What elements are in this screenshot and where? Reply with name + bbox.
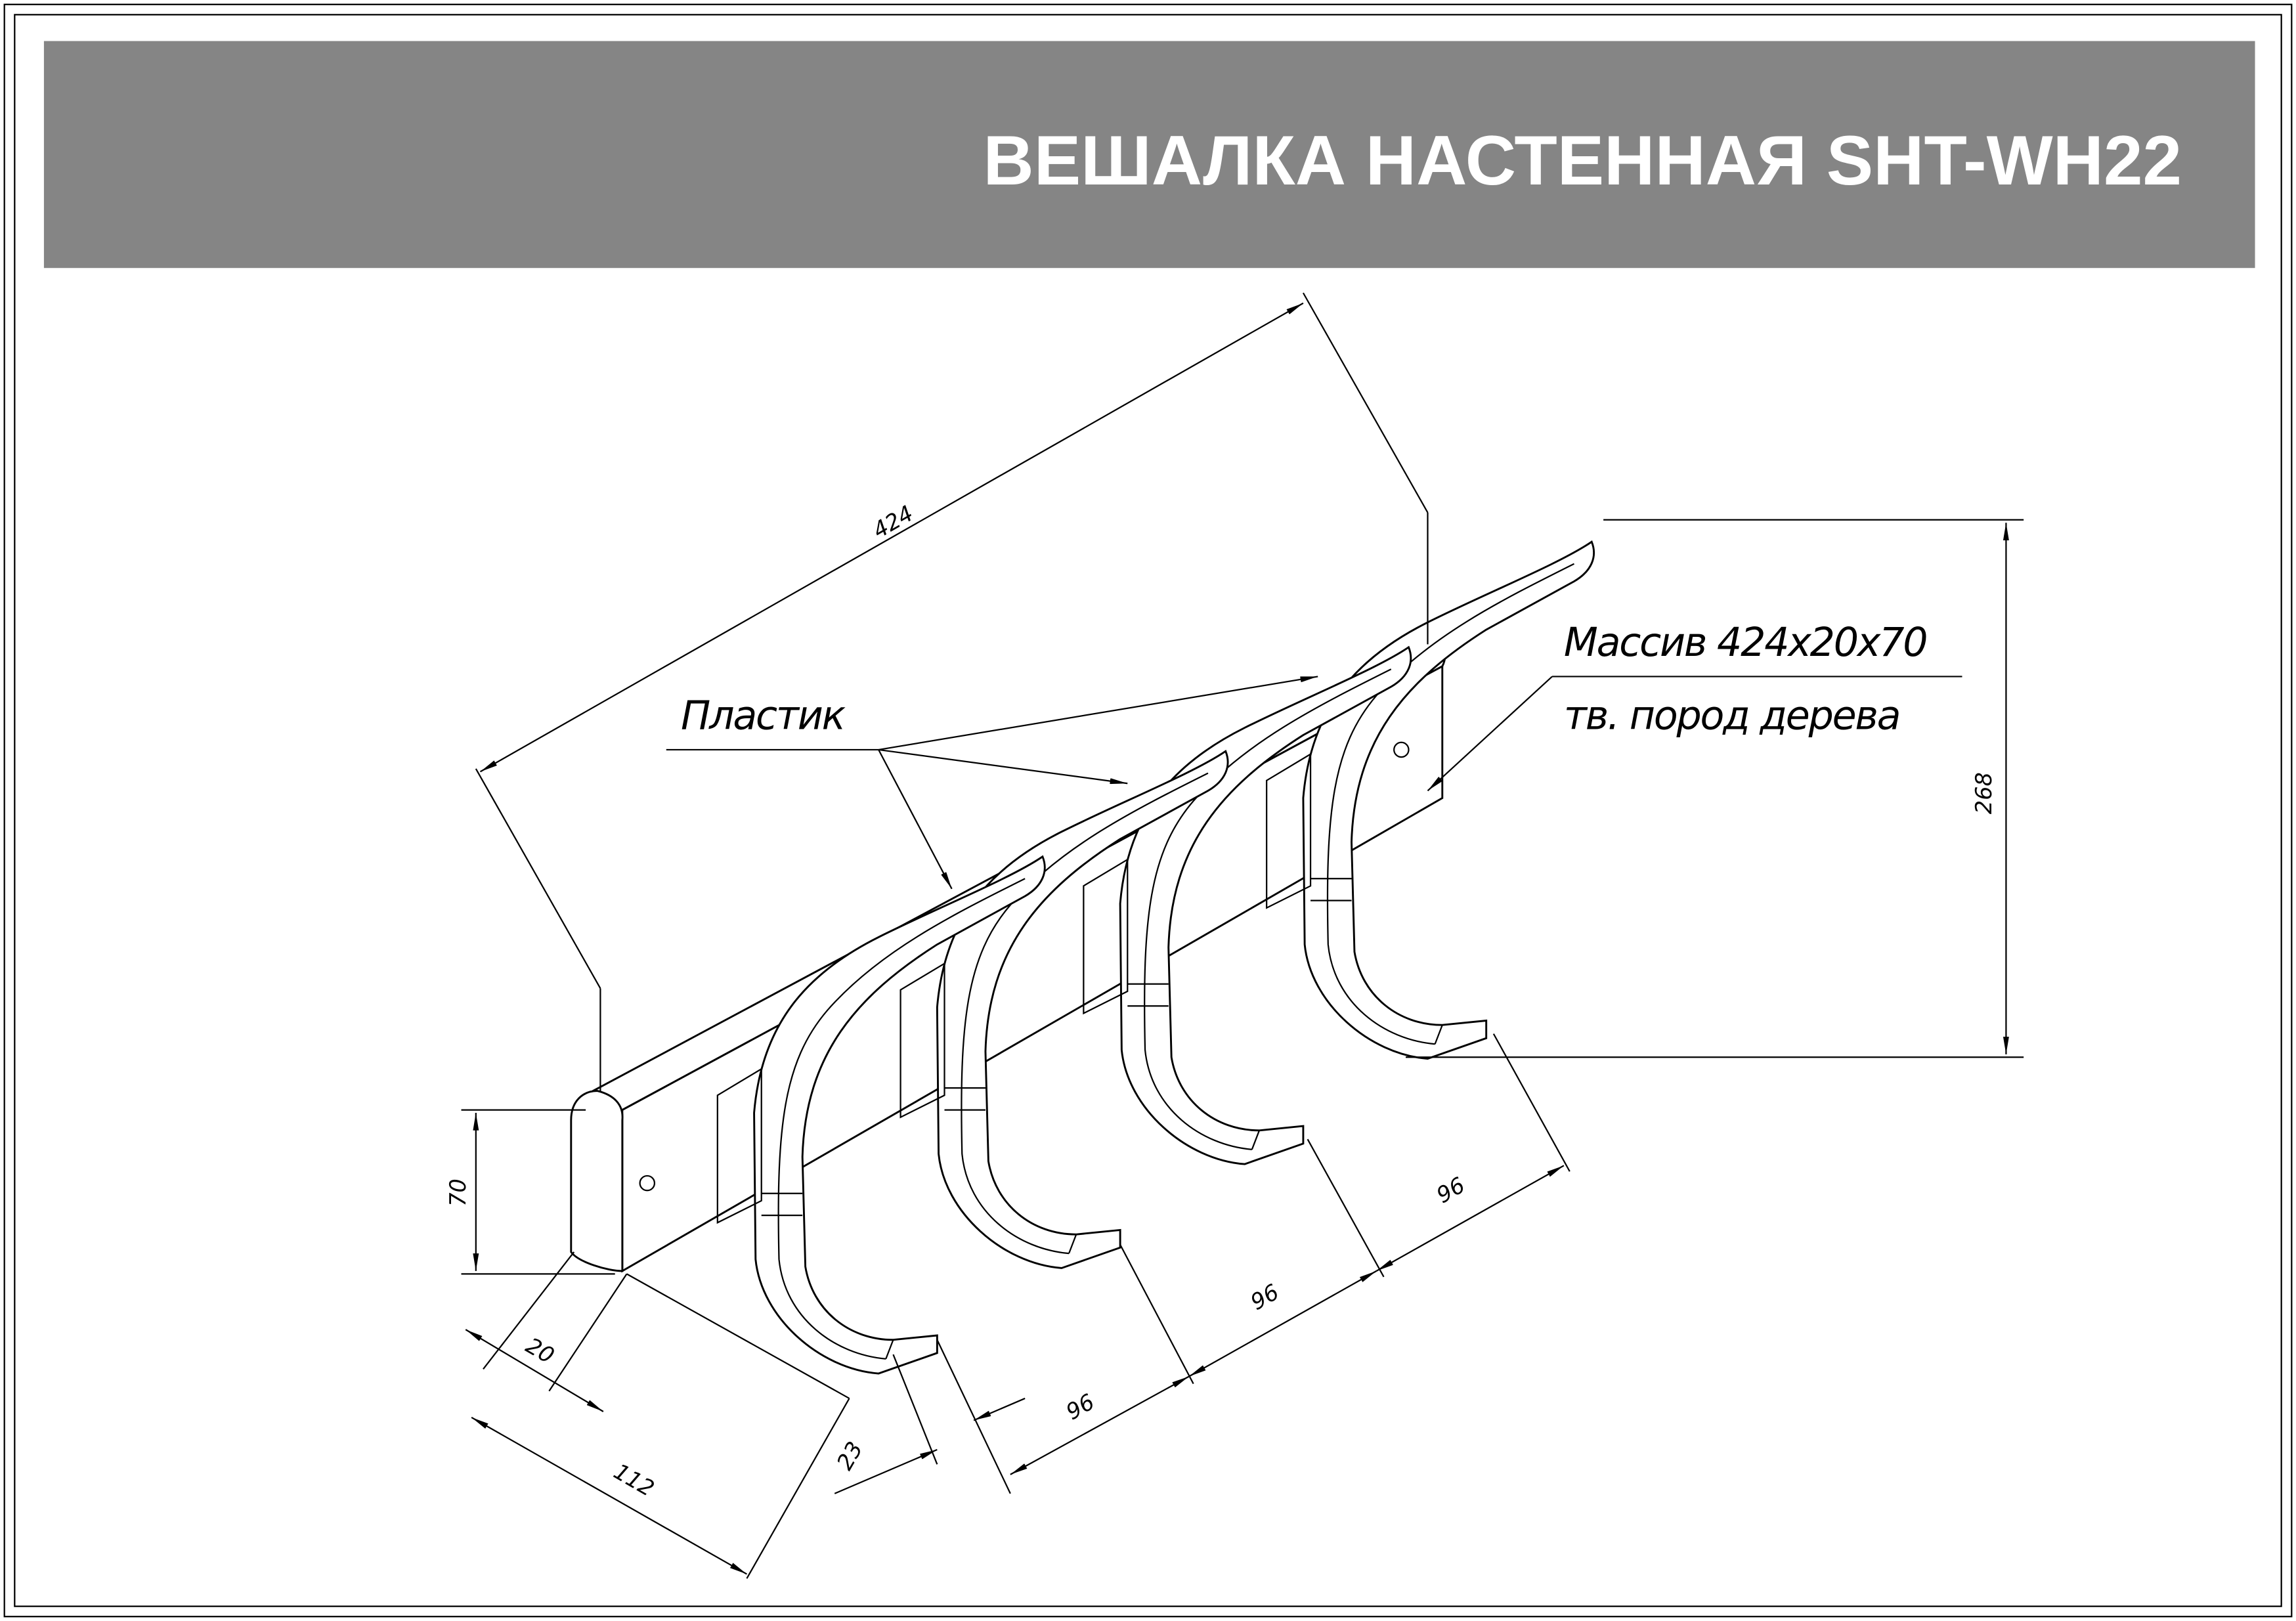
- dimension-spacing-1-label: 96: [1062, 1389, 1098, 1425]
- inner-frame: [14, 14, 2282, 1607]
- dimension-spacing-2-label: 96: [1246, 1279, 1283, 1315]
- screw-hole-right: [1393, 741, 1410, 758]
- dimension-board-height: 70: [445, 1109, 615, 1275]
- title-bar: [43, 41, 2255, 269]
- screw-hole-left: [639, 1175, 656, 1192]
- plastic-callout: Пластик: [666, 676, 1318, 890]
- drawing-title: ВЕШАЛКА НАСТЕННАЯ SHT-WH22: [983, 121, 2182, 200]
- plastic-label: Пластик: [681, 693, 846, 739]
- wood-callout: Массив 424x20x70 тв. пород дерева: [1427, 620, 1962, 792]
- dimension-board-thickness-label: 20: [521, 1332, 558, 1368]
- dimension-hook-width-label: 23: [832, 1437, 868, 1474]
- dimension-height: 268: [1406, 519, 2024, 1058]
- dimension-board-height-label: 70: [445, 1178, 471, 1207]
- dimension-spacing-3-label: 96: [1432, 1172, 1469, 1208]
- dimension-board-thickness: 20: [465, 1251, 628, 1412]
- dimension-height-label: 268: [1971, 772, 1997, 814]
- wood-label-line2: тв. пород дерева: [1564, 693, 1899, 739]
- dimension-depth-label: 112: [609, 1458, 659, 1502]
- wood-label-line1: Массив 424x20x70: [1564, 620, 1926, 666]
- outer-frame: [3, 3, 2293, 1618]
